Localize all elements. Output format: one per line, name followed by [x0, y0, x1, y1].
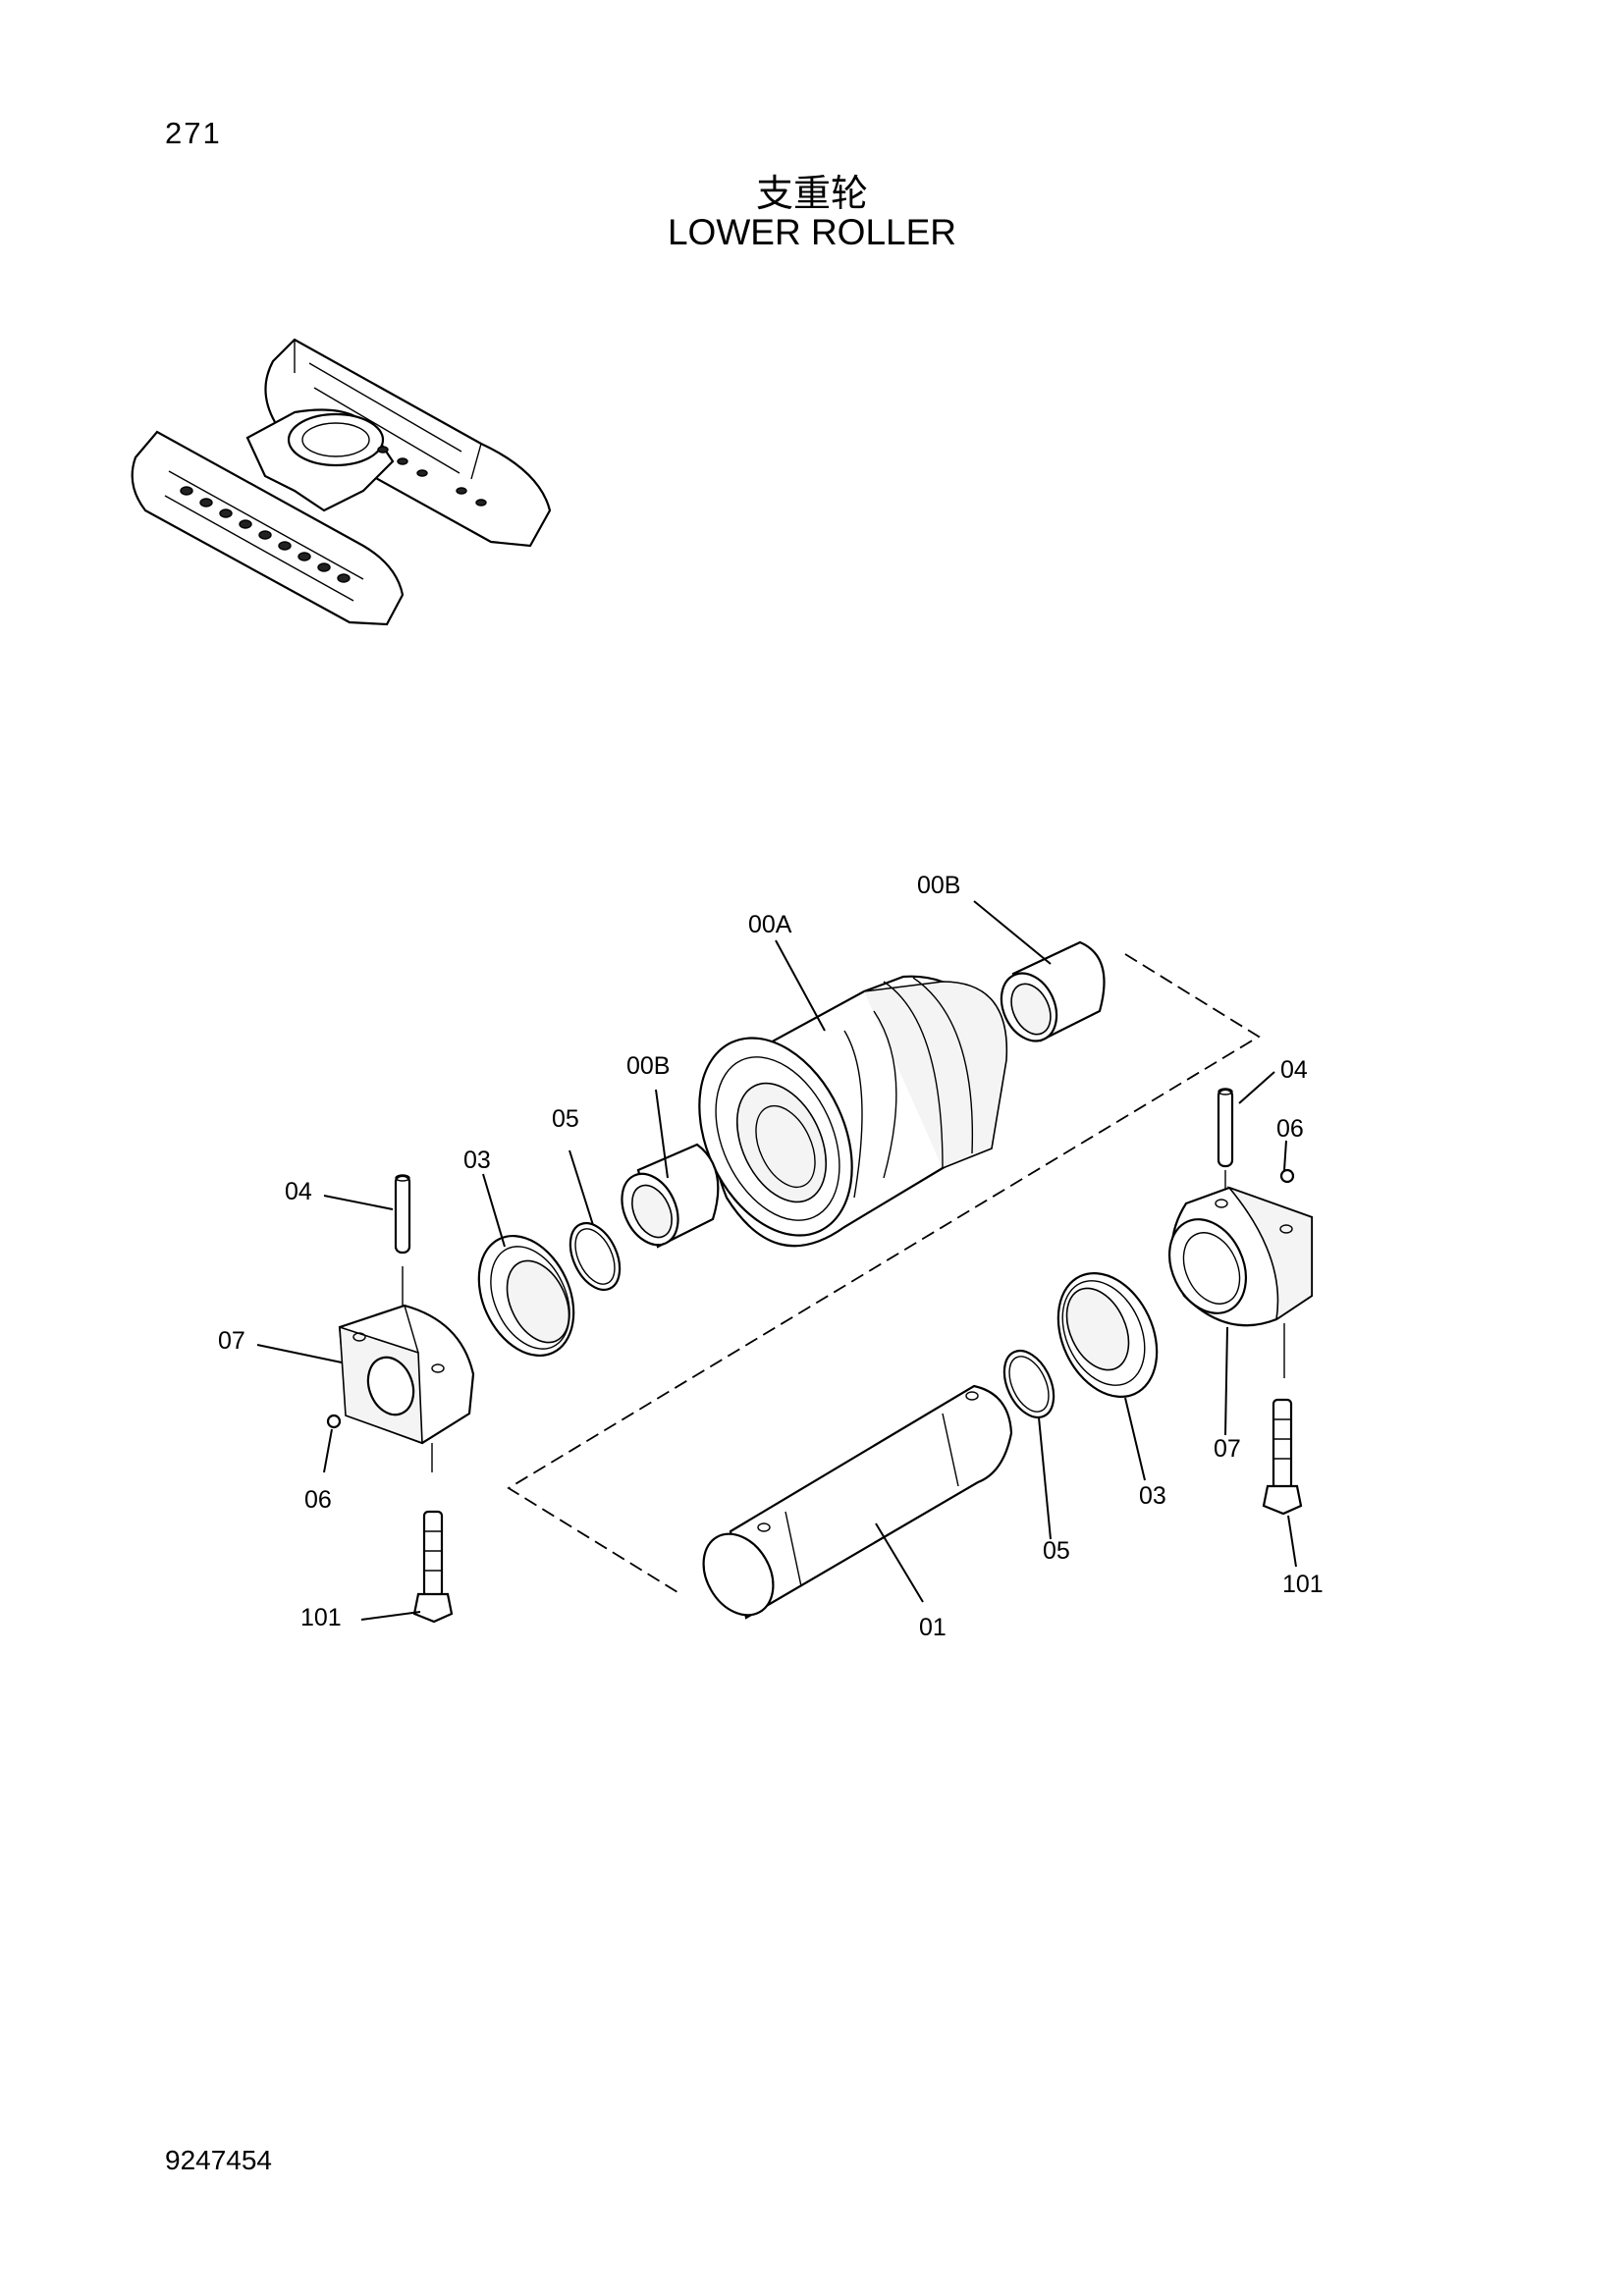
- label-pin-right: 04: [1280, 1056, 1308, 1084]
- seal-ring-left-part: [568, 1221, 622, 1292]
- label-plug-right: 06: [1276, 1115, 1304, 1143]
- label-roller: 00A: [748, 911, 792, 938]
- part-labels: 00A 00B 00B 04 06 05 03 04 07 06 101 01 …: [218, 872, 1324, 1641]
- shaft-part: [702, 1384, 1013, 1620]
- bushing-left-part: [621, 1143, 720, 1249]
- undercarriage-locator-icon: [131, 338, 552, 626]
- label-bushing-right: 00B: [917, 872, 960, 899]
- plug-right-part: [1279, 1168, 1295, 1184]
- document-number: 9247454: [165, 2145, 273, 2175]
- label-bolt-right: 101: [1282, 1571, 1324, 1598]
- label-floating-seal-right: 03: [1139, 1482, 1166, 1510]
- bushing-right-part: [1000, 940, 1106, 1042]
- label-collar-right: 07: [1214, 1435, 1241, 1463]
- pin-left-part: [394, 1174, 411, 1306]
- bolt-left-part: [412, 1510, 454, 1624]
- label-plug-left: 06: [304, 1486, 332, 1514]
- label-seal-ring-left: 05: [552, 1105, 579, 1133]
- label-seal-ring-right: 05: [1043, 1537, 1070, 1565]
- floating-seal-left-part: [477, 1234, 575, 1358]
- pin-right-part: [1217, 1088, 1234, 1194]
- collar-right-part: [1168, 1186, 1314, 1378]
- title-chinese: 支重轮: [755, 172, 868, 215]
- label-pin-left: 04: [285, 1178, 312, 1205]
- bolt-right-part: [1262, 1398, 1303, 1516]
- seal-ring-right-part: [1002, 1349, 1056, 1419]
- label-bushing-left: 00B: [626, 1052, 670, 1080]
- floating-seal-right-part: [1056, 1272, 1159, 1398]
- title-english: LOWER ROLLER: [667, 212, 956, 252]
- label-collar-left: 07: [218, 1327, 245, 1355]
- page-number: 271: [165, 116, 222, 150]
- plug-left-part: [326, 1414, 342, 1429]
- collar-left-part: [338, 1304, 475, 1472]
- label-shaft: 01: [919, 1614, 947, 1641]
- label-bolt-left: 101: [300, 1604, 342, 1631]
- leader-lines: [256, 900, 1297, 1621]
- roller-part: [698, 975, 1008, 1248]
- label-floating-seal-left: 03: [463, 1147, 491, 1174]
